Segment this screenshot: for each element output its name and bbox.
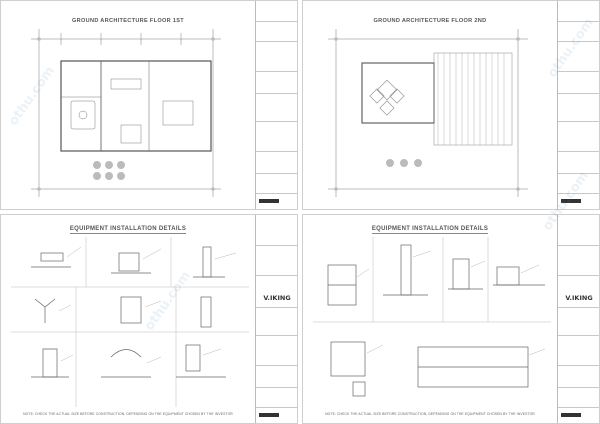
sheet-equipment-2: EQUIPMENT INSTALLATION DETAILS NOTE: CHE…: [302, 214, 600, 424]
equipment-details-2: [313, 237, 551, 397]
company-logo: V.IKING: [263, 294, 291, 302]
floor-plan-2: [328, 29, 528, 197]
sheet-title: EQUIPMENT INSTALLATION DETAILS: [69, 226, 187, 234]
sheet-note: NOTE: CHECK THE ACTUAL SIZE BEFORE CONST…: [325, 412, 535, 416]
sheet-tag: [259, 199, 279, 203]
sheet-title: GROUND ARCHITECTURE FLOOR 1ST: [72, 18, 184, 24]
title-block: V.IKING: [255, 215, 297, 423]
sheet-note: NOTE: CHECK THE ACTUAL SIZE BEFORE CONST…: [23, 412, 233, 416]
floor-plan-1: [31, 29, 221, 197]
sheet-tag: [561, 413, 581, 417]
sheet-tag: [259, 413, 279, 417]
sheet-title: GROUND ARCHITECTURE FLOOR 2ND: [373, 18, 487, 24]
sheet-tag: [561, 199, 581, 203]
sheet-floor-1: GROUND ARCHITECTURE FLOOR 1ST: [0, 0, 298, 210]
title-block: V.IKING: [557, 215, 599, 423]
sheet-floor-2: GROUND ARCHITECTURE FLOOR 2ND: [302, 0, 600, 210]
sheet-equipment-1: EQUIPMENT INSTALLATION DETAILS NOTE: CHE…: [0, 214, 298, 424]
title-block: [255, 1, 297, 209]
equipment-details-1: [11, 237, 249, 407]
sheet-title: EQUIPMENT INSTALLATION DETAILS: [371, 226, 489, 234]
title-block: [557, 1, 599, 209]
company-logo: V.IKING: [565, 294, 593, 302]
